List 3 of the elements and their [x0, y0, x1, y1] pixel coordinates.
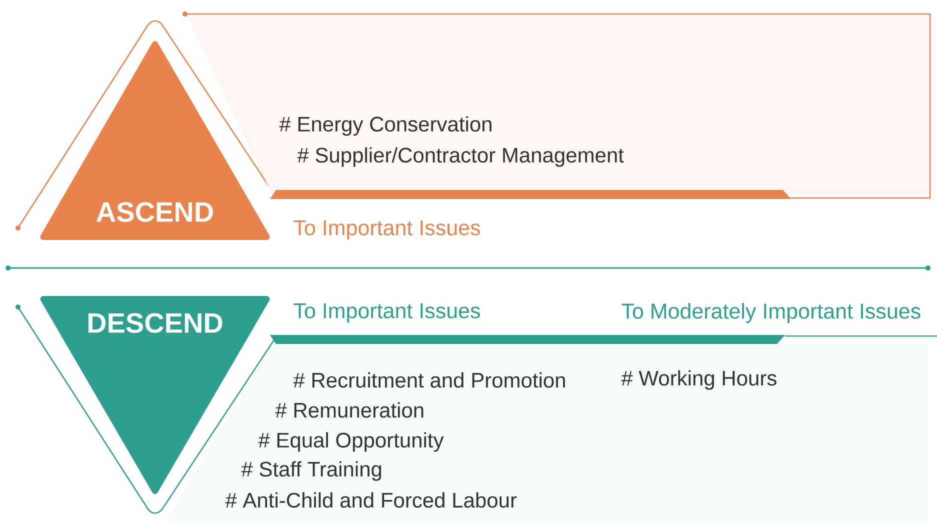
section-heading: To Important Issues	[294, 220, 480, 240]
section-heading: To Important Issues	[294, 303, 480, 323]
section-heading: To Moderately Important Issues	[622, 302, 920, 324]
